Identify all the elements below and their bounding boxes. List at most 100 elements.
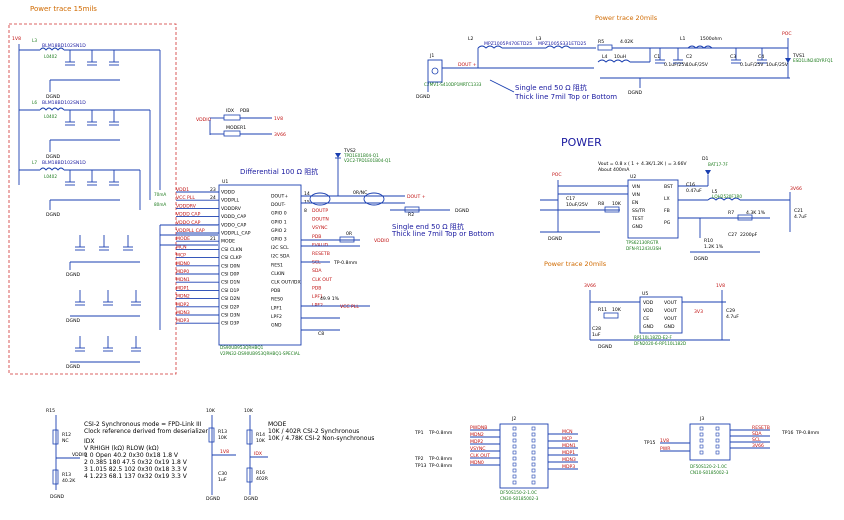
tvs2-ref: TVS2 <box>343 148 356 154</box>
connector-j2 <box>499 423 549 489</box>
ferrite-l3: L3 BLM18BD102SN1D L0402 <box>32 38 161 190</box>
u1-right-pin-number: 14 <box>304 191 310 197</box>
j2-pin-pad <box>531 474 536 479</box>
c4-val: 10uF/25V <box>766 62 789 68</box>
r5-ref: R5 <box>598 39 604 45</box>
u1-alt: V2PN32-DS90UB953QRHBQ1-SPECIAL <box>220 351 301 356</box>
j2-pin-pad <box>512 462 517 467</box>
idx-row-2: 2 0.385 180 47.5 0x32 0x19 1.8 V <box>84 459 188 466</box>
r11-ref: R11 <box>598 307 607 313</box>
j2-pin-pad <box>512 432 517 437</box>
u1-chip-body <box>218 184 302 346</box>
resistor-r15 <box>52 469 59 485</box>
r7-ref: R7 <box>728 210 734 216</box>
pdb-net: 1V8 <box>220 449 229 455</box>
u1-left-pin-number: 21 <box>210 236 216 242</box>
c16-ref: C16 <box>686 182 695 188</box>
l3-ref: L3 <box>536 36 542 42</box>
net-1v8-u5: 1V8 <box>716 283 725 289</box>
tp16-size: TP-0.8mm <box>795 430 820 436</box>
dgnd-mode: DGND <box>244 496 259 502</box>
l1-ref: L1 <box>680 36 686 42</box>
j3-right-net: 3V66 <box>752 443 764 449</box>
u1-left-net-label: VCC PLL <box>176 195 195 201</box>
c30-ref: C30 <box>218 471 227 477</box>
net-3v66-u5: 3V66 <box>584 283 596 289</box>
ferrite-l1 <box>687 45 713 49</box>
j3-pin-pad <box>699 444 704 449</box>
net-poc-u2: POC <box>552 172 562 178</box>
u1-right-pin-name: LPF2 <box>271 314 282 320</box>
j1-net: DOUT + <box>458 62 477 68</box>
r15-val: 40.2K <box>62 478 76 484</box>
j2-pin-pad <box>512 450 517 455</box>
r8-ref: R8 <box>598 201 604 207</box>
u1-left-net-label: MDN0 <box>176 261 190 267</box>
c8-ref: 0R/NC <box>353 190 367 196</box>
dgnd-label-5: DGND <box>66 318 81 324</box>
resistor-r3 <box>339 236 355 243</box>
u5-pin-name: GND <box>664 324 675 330</box>
mode-row-1: 10K / 402R CSI-2 Synchronous <box>268 428 359 435</box>
u2-pin-name: VIN <box>632 192 640 198</box>
j2-left-net: MDP2 <box>470 439 483 445</box>
u1-right-pin-name: DOUT- <box>271 202 286 208</box>
c16-val: 0.47uF <box>686 188 702 194</box>
net-poc-top: POC <box>782 31 792 37</box>
c17-ref: C17 <box>566 196 575 202</box>
j2-pin-pad <box>531 480 536 485</box>
u1-left-pin-name: CSI CLKP <box>221 255 242 261</box>
c2-val: 10uF/25V <box>686 62 709 68</box>
net-3v3: 3V3 <box>694 309 703 315</box>
u5-pin-name: VOUT <box>664 316 677 322</box>
mode-note-2: Clock reference derived from deserialize… <box>84 428 209 435</box>
l2-part: MPZ1005P470ETD25 <box>484 41 532 47</box>
c25-label: 49.9 1% <box>320 296 340 302</box>
net-vddio: VDDIO <box>196 117 212 123</box>
annotation-power-trace-20-top: Power trace 20mils <box>595 14 658 22</box>
c2-ref: C2 <box>686 54 692 60</box>
top-caps <box>600 48 790 88</box>
j3-alt: CN10-S0185002-3 <box>690 470 729 475</box>
j3-left-net: PWR <box>660 446 671 452</box>
ferrite-l6-ref: L6 <box>32 100 37 105</box>
u2-pin-name: EN <box>632 200 638 206</box>
u1-left-pin-name: VDDD <box>221 190 235 196</box>
j2-pin-pad <box>531 432 536 437</box>
tvs2-alt: V2C2-TPD1E01B04-Q1 <box>344 158 391 163</box>
u5-pin-name: GND <box>643 324 654 330</box>
r10-ref: R10 <box>704 238 713 244</box>
ferrite-l7-ref: L7 <box>32 160 37 165</box>
u1-left-pin-name: MODE <box>221 239 235 245</box>
r1-val: PDB <box>240 108 249 114</box>
u1-left-pin-name: VDDPLL_CAP <box>221 231 251 237</box>
l3-part: MPZ1005S331ETD25 <box>538 41 586 47</box>
annotation-single-end-top-1: Single end 50 Ω 阻抗 <box>515 83 587 92</box>
c27-ref: C27 <box>728 232 737 238</box>
u1-right-net-label: CLK OUT <box>312 277 332 283</box>
resistor-r12 <box>52 429 59 445</box>
r1-ref: IDX <box>226 108 234 114</box>
u5-pin-name: VOUT <box>664 300 677 306</box>
j2-pin-pad <box>512 468 517 473</box>
j2-pin-pad <box>512 474 517 479</box>
r6-val: R2 <box>408 212 414 218</box>
c4-ref: C4 <box>758 54 764 60</box>
inductor-l5 <box>707 197 741 201</box>
u1-right-pin-name: GPIO 2 <box>271 228 287 234</box>
u1-left-pin-name: VDDPLL <box>221 198 240 204</box>
annotation-differential: Differential 100 Ω 阻抗 <box>240 167 318 176</box>
u1-right-pin-name: DOUT+ <box>271 194 288 200</box>
ferrite-l7: L7 BLM18BD102SN1D L0402 DGND <box>32 160 141 218</box>
dgnd-label-4: DGND <box>66 272 81 278</box>
tvs2-diode <box>335 153 341 196</box>
dgnd-label-3: DGND <box>46 212 61 218</box>
u5-ref: U5 <box>642 291 648 297</box>
c3-ref: C3 <box>730 54 736 60</box>
u1-left-net-label: MDN1 <box>176 277 190 283</box>
u2-pin-name: LX <box>664 196 670 202</box>
annotation-power-trace-20-mid: Power trace 20mils <box>544 260 607 268</box>
idx-row-4: 4 1.223 68.1 137 0x32 0x19 3.3 V <box>84 473 188 480</box>
iout-note: About 400mA <box>598 167 630 173</box>
